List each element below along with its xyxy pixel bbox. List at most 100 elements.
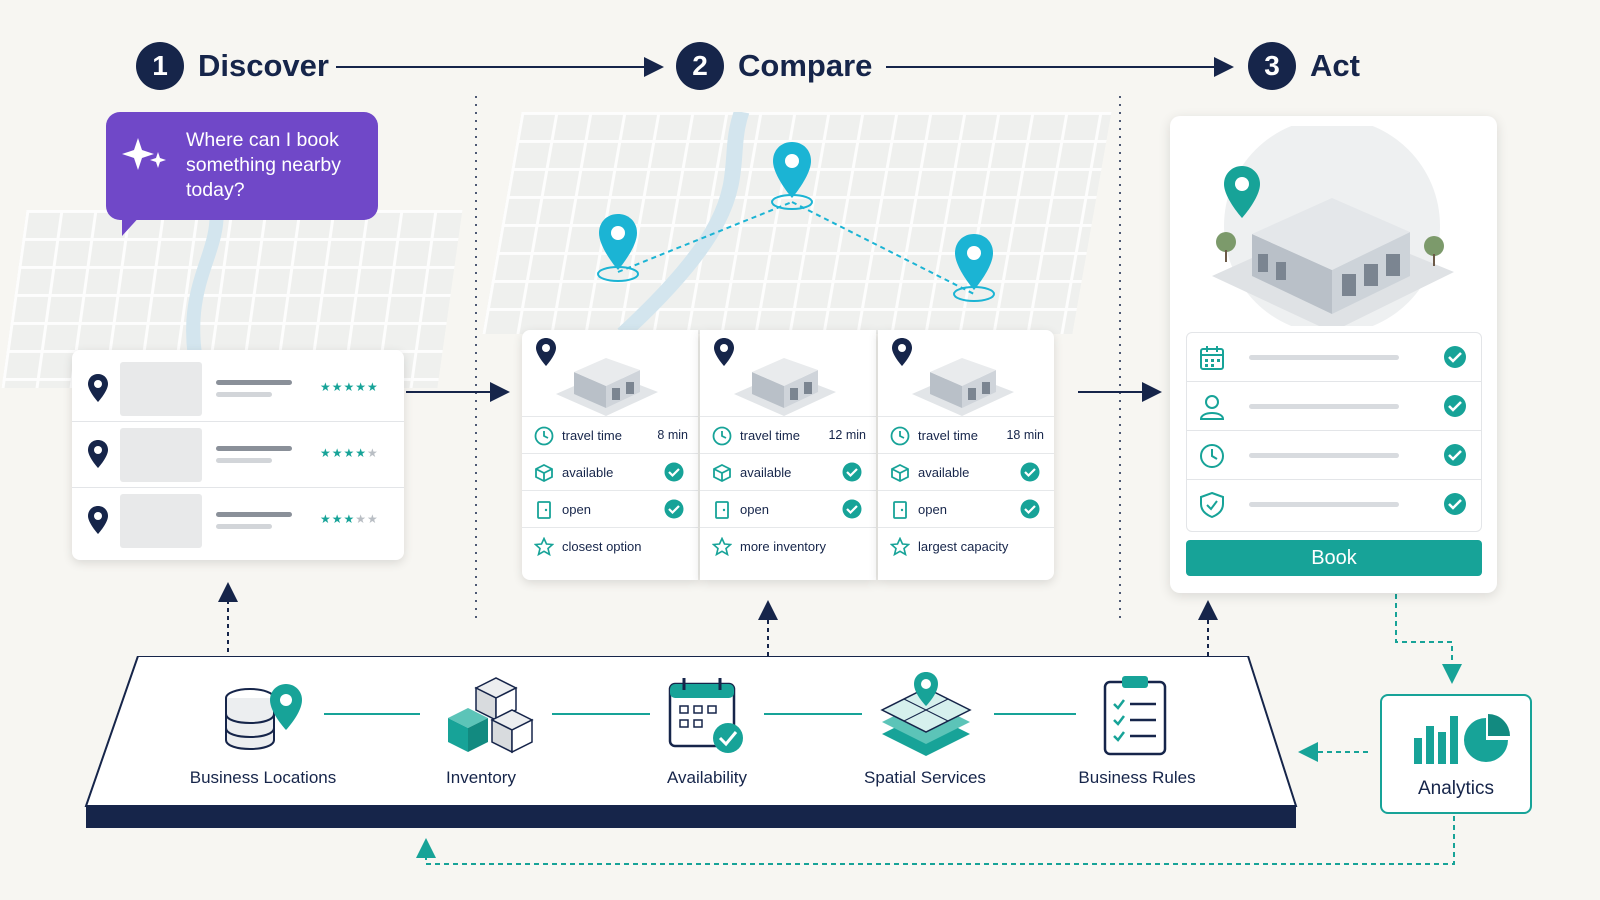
- travel-time-value: 12 min: [828, 428, 866, 442]
- availability-label: available: [562, 465, 614, 480]
- highlight-row: more inventory: [700, 527, 876, 564]
- travel-time-row: travel time 8 min: [522, 416, 698, 453]
- building-thumbnail: [120, 494, 202, 548]
- step-title: Compare: [738, 48, 873, 83]
- status-row: open: [522, 490, 698, 527]
- availability-label: available: [918, 465, 970, 480]
- availability-label: available: [740, 465, 792, 480]
- door-icon: [715, 501, 729, 519]
- boxes-icon: [448, 677, 534, 754]
- compare-card[interactable]: travel time 18 min available open largest ca…: [878, 330, 1054, 580]
- status-label: open: [562, 502, 591, 517]
- checklist-row: [1187, 333, 1481, 382]
- travel-time-value: 18 min: [1006, 428, 1044, 442]
- analytics-label: Analytics: [1417, 778, 1495, 799]
- travel-time-label: travel time: [740, 428, 800, 443]
- service-label: Availability: [666, 768, 747, 787]
- step-compare: 2 Compare: [676, 42, 872, 90]
- service-label: Business Rules: [1078, 768, 1196, 787]
- availability-row: available: [522, 453, 698, 490]
- step-discover: 1 Discover: [136, 42, 329, 90]
- rating-stars: ★★★★★: [320, 380, 379, 394]
- booking-panel: Book: [1170, 116, 1497, 593]
- analytics-box[interactable]: Analytics: [1380, 694, 1532, 814]
- clock-icon: [890, 426, 910, 446]
- chart-icon: [1414, 714, 1510, 764]
- star-icon: [712, 537, 732, 557]
- checklist-row: [1187, 480, 1481, 529]
- rating-stars: ★★★★★: [320, 512, 379, 526]
- clipboard-checklist-icon: [1103, 676, 1167, 756]
- location-pin-icon: [599, 214, 637, 270]
- compare-map: [482, 112, 1112, 334]
- compare-card[interactable]: travel time 12 min available open more inven…: [700, 330, 876, 580]
- highlight-label: more inventory: [740, 539, 826, 554]
- list-item[interactable]: ★★★★★: [72, 422, 404, 488]
- highlight-row: closest option: [522, 527, 698, 564]
- clock-icon: [1200, 444, 1224, 468]
- availability-row: available: [700, 453, 876, 490]
- user-icon: [1199, 395, 1225, 420]
- travel-time-value: 8 min: [657, 428, 688, 442]
- check-circle-icon: [842, 462, 862, 482]
- list-item[interactable]: ★★★★★: [72, 488, 404, 554]
- check-circle-icon: [1444, 444, 1466, 466]
- checklist-row: [1187, 431, 1481, 480]
- location-pin-icon: [773, 142, 811, 198]
- check-circle-icon: [664, 462, 684, 482]
- check-circle-icon: [842, 499, 862, 519]
- availability-row: available: [878, 453, 1054, 490]
- step-number: 1: [136, 42, 184, 90]
- location-pin-icon: [88, 374, 108, 402]
- status-label: open: [740, 502, 769, 517]
- check-circle-icon: [1020, 499, 1040, 519]
- location-pin-icon: [714, 338, 734, 366]
- door-icon: [893, 501, 907, 519]
- clock-icon: [712, 426, 732, 446]
- booking-checklist: [1186, 332, 1482, 532]
- building-illustration: [734, 358, 836, 416]
- check-circle-icon: [1444, 395, 1466, 417]
- building-illustration: [556, 358, 658, 416]
- location-pin-icon: [955, 234, 993, 290]
- calendar-icon: [1200, 346, 1224, 370]
- map-layers-icon: [880, 672, 972, 756]
- box-icon: [713, 463, 731, 483]
- database-pin-icon: [225, 684, 302, 750]
- check-circle-icon: [664, 499, 684, 519]
- clock-icon: [534, 426, 554, 446]
- check-circle-icon: [1444, 346, 1466, 368]
- building-thumbnail: [120, 362, 202, 416]
- check-circle-icon: [1444, 493, 1466, 515]
- location-pin-icon: [88, 440, 108, 468]
- discover-results-list: ★★★★★ ★★★★★ ★★★★★: [72, 350, 404, 560]
- box-icon: [891, 463, 909, 483]
- highlight-label: largest capacity: [918, 539, 1009, 554]
- service-label: Business Locations: [189, 768, 337, 787]
- travel-time-label: travel time: [562, 428, 622, 443]
- list-item[interactable]: ★★★★★: [72, 356, 404, 422]
- location-pin-icon: [1224, 166, 1260, 218]
- travel-time-row: travel time 12 min: [700, 416, 876, 453]
- checklist-row: [1187, 382, 1481, 431]
- step-title: Discover: [198, 48, 329, 83]
- step-number: 3: [1248, 42, 1296, 90]
- travel-time-label: travel time: [918, 428, 978, 443]
- book-button[interactable]: Book: [1186, 540, 1482, 576]
- route-overlay: [597, 142, 995, 302]
- chat-prompt: Where can I book something nearby today?: [106, 112, 378, 220]
- status-row: open: [878, 490, 1054, 527]
- location-pin-icon: [536, 338, 556, 366]
- star-icon: [534, 537, 554, 557]
- door-icon: [537, 501, 551, 519]
- compare-card[interactable]: travel time 8 min available open closest opt…: [522, 330, 698, 580]
- travel-time-row: travel time 18 min: [878, 416, 1054, 453]
- sparkle-icon: [122, 138, 166, 170]
- highlight-row: largest capacity: [878, 527, 1054, 564]
- rating-stars: ★★★★★: [320, 446, 379, 460]
- status-label: open: [918, 502, 947, 517]
- calendar-check-icon: [668, 678, 743, 753]
- check-circle-icon: [1020, 462, 1040, 482]
- chat-tail: [122, 214, 142, 236]
